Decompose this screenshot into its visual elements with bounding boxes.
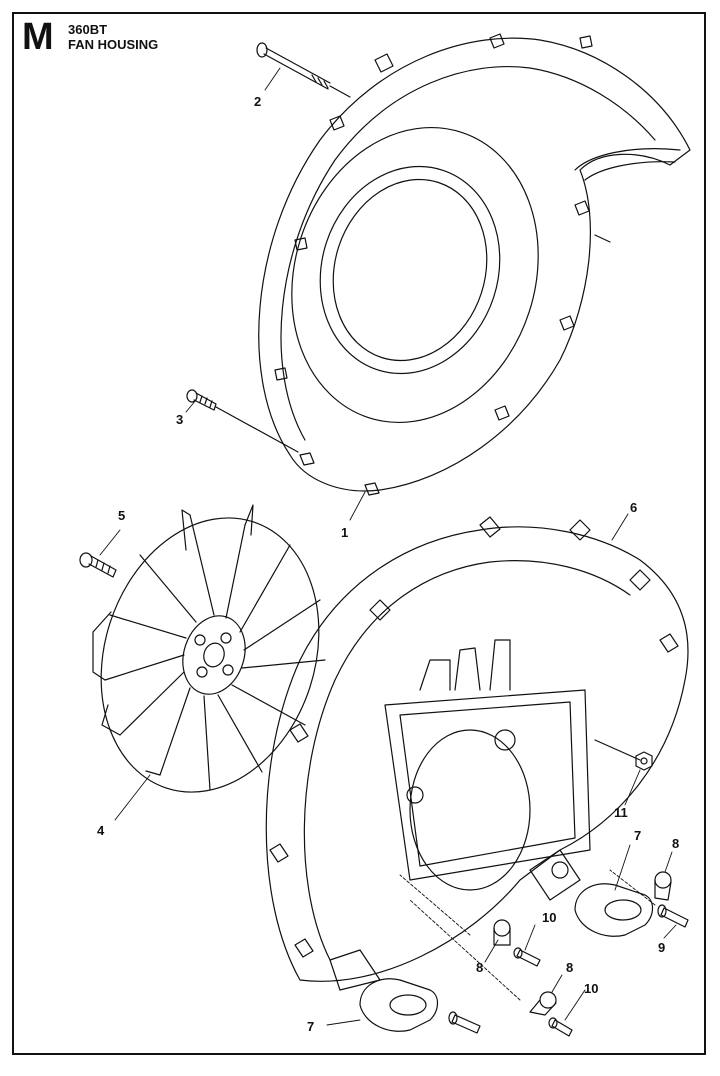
fan-screw <box>79 552 117 578</box>
screw-7-foot <box>448 1011 481 1034</box>
callout-2: 2 <box>254 94 261 109</box>
diagram-frame <box>12 12 706 1055</box>
callout-7b: 7 <box>634 828 641 843</box>
callout-4: 4 <box>97 823 105 838</box>
callout-1: 1 <box>341 525 348 540</box>
callout-10b: 10 <box>584 981 598 996</box>
leader-lines <box>99 67 677 1026</box>
screw-10a <box>513 947 541 967</box>
callout-10a: 10 <box>542 910 556 925</box>
model-number: 360BT <box>68 22 108 37</box>
callout-8a: 8 <box>476 960 483 975</box>
screw-9 <box>657 904 689 928</box>
callout-5: 5 <box>118 508 125 523</box>
callout-3: 3 <box>176 412 183 427</box>
fan-housing-base <box>265 516 689 991</box>
short-screw-3 <box>186 389 299 453</box>
callouts: 2 3 1 5 6 4 11 7 8 9 10 8 8 10 7 <box>97 94 679 1034</box>
callout-7a: 7 <box>307 1019 314 1034</box>
fan-impeller <box>92 504 326 793</box>
cable-clamp-8a <box>493 919 511 946</box>
callout-8b: 8 <box>566 960 573 975</box>
housing-foot-7a <box>359 978 439 1032</box>
section-letter: M <box>22 16 54 58</box>
callout-8c: 8 <box>672 836 679 851</box>
fan-housing-cover <box>258 33 691 496</box>
long-screw <box>256 42 351 98</box>
callout-11: 11 <box>614 805 628 820</box>
cable-clamp-8b <box>529 991 557 1016</box>
screw-10b <box>548 1017 573 1037</box>
housing-foot-7b <box>574 883 654 937</box>
diagram-title: FAN HOUSING <box>68 37 159 52</box>
hex-nut-11 <box>635 751 653 771</box>
callout-6: 6 <box>630 500 637 515</box>
cable-clamp-8c <box>654 871 672 901</box>
callout-9: 9 <box>658 940 665 955</box>
